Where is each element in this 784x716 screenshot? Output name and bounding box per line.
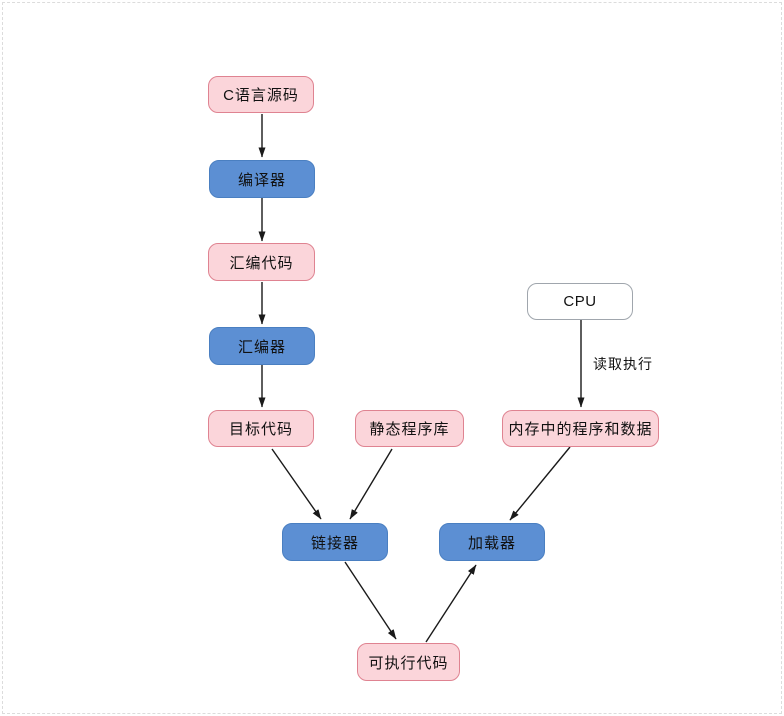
node-label: 内存中的程序和数据: [508, 421, 653, 438]
node-cpu: CPU: [527, 283, 633, 320]
node-executable: 可执行代码: [357, 643, 460, 681]
edge-linker-executable: [344, 561, 397, 640]
node-label: 加载器: [467, 534, 516, 552]
node-label: 可执行代码: [368, 654, 449, 672]
edge-staticlib-linker: [349, 448, 393, 520]
node-memory: 内存中的程序和数据: [502, 410, 659, 447]
node-label: 编译器: [237, 171, 286, 189]
node-label: 链接器: [310, 534, 359, 552]
node-loader: 加载器: [439, 523, 545, 561]
edge-label-read-execute: 读取执行: [593, 356, 653, 372]
node-label: C语言源码: [223, 87, 299, 104]
node-label: CPU: [563, 293, 597, 310]
node-label: 汇编器: [237, 338, 286, 356]
node-assembler: 汇编器: [209, 327, 315, 365]
node-label: 汇编代码: [229, 254, 294, 272]
node-c-source: C语言源码: [208, 76, 314, 113]
node-object-code: 目标代码: [208, 410, 314, 447]
node-label: 静态程序库: [369, 421, 450, 438]
edge-objectcode-linker: [271, 448, 322, 520]
node-compiler: 编译器: [209, 160, 315, 198]
node-static-library: 静态程序库: [355, 410, 464, 447]
node-linker: 链接器: [282, 523, 388, 561]
node-label: 目标代码: [228, 421, 293, 438]
edge-memory-loader: [509, 446, 571, 521]
node-assembly-code: 汇编代码: [208, 243, 315, 281]
edge-executable-loader: [425, 564, 477, 643]
